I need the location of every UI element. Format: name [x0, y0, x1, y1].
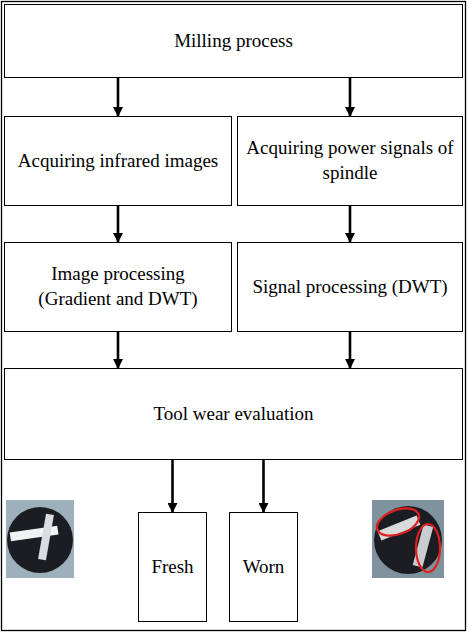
box-label: Image processing (Gradient and DWT) [5, 258, 231, 315]
flow-arrow [171, 460, 174, 512]
flow-arrow [349, 206, 352, 242]
box-label: Milling process [166, 25, 301, 58]
flow-arrow [117, 78, 120, 116]
process-box: Signal processing (DWT) [237, 242, 463, 332]
worn-tool-photo [372, 500, 444, 578]
process-box: Tool wear evaluation [4, 368, 463, 460]
result-box: Worn [229, 512, 298, 622]
process-box: Milling process [4, 4, 463, 78]
result-box: Fresh [138, 512, 207, 622]
box-label: Fresh [143, 551, 201, 584]
process-box: Acquiring infrared images [4, 116, 232, 206]
flow-arrow [349, 78, 352, 116]
fresh-tool-photo [6, 500, 74, 578]
flow-arrow [117, 332, 120, 368]
flow-arrow [262, 460, 265, 512]
process-box: Image processing (Gradient and DWT) [4, 242, 232, 332]
flow-arrow [117, 206, 120, 242]
box-label: Tool wear evaluation [145, 398, 321, 431]
box-label: Worn [235, 551, 293, 584]
flow-arrow [349, 332, 352, 368]
process-box: Acquiring power signals of spindle [237, 116, 463, 206]
box-label: Acquiring power signals of spindle [238, 132, 462, 189]
box-label: Signal processing (DWT) [244, 271, 455, 304]
box-label: Acquiring infrared images [10, 145, 226, 178]
